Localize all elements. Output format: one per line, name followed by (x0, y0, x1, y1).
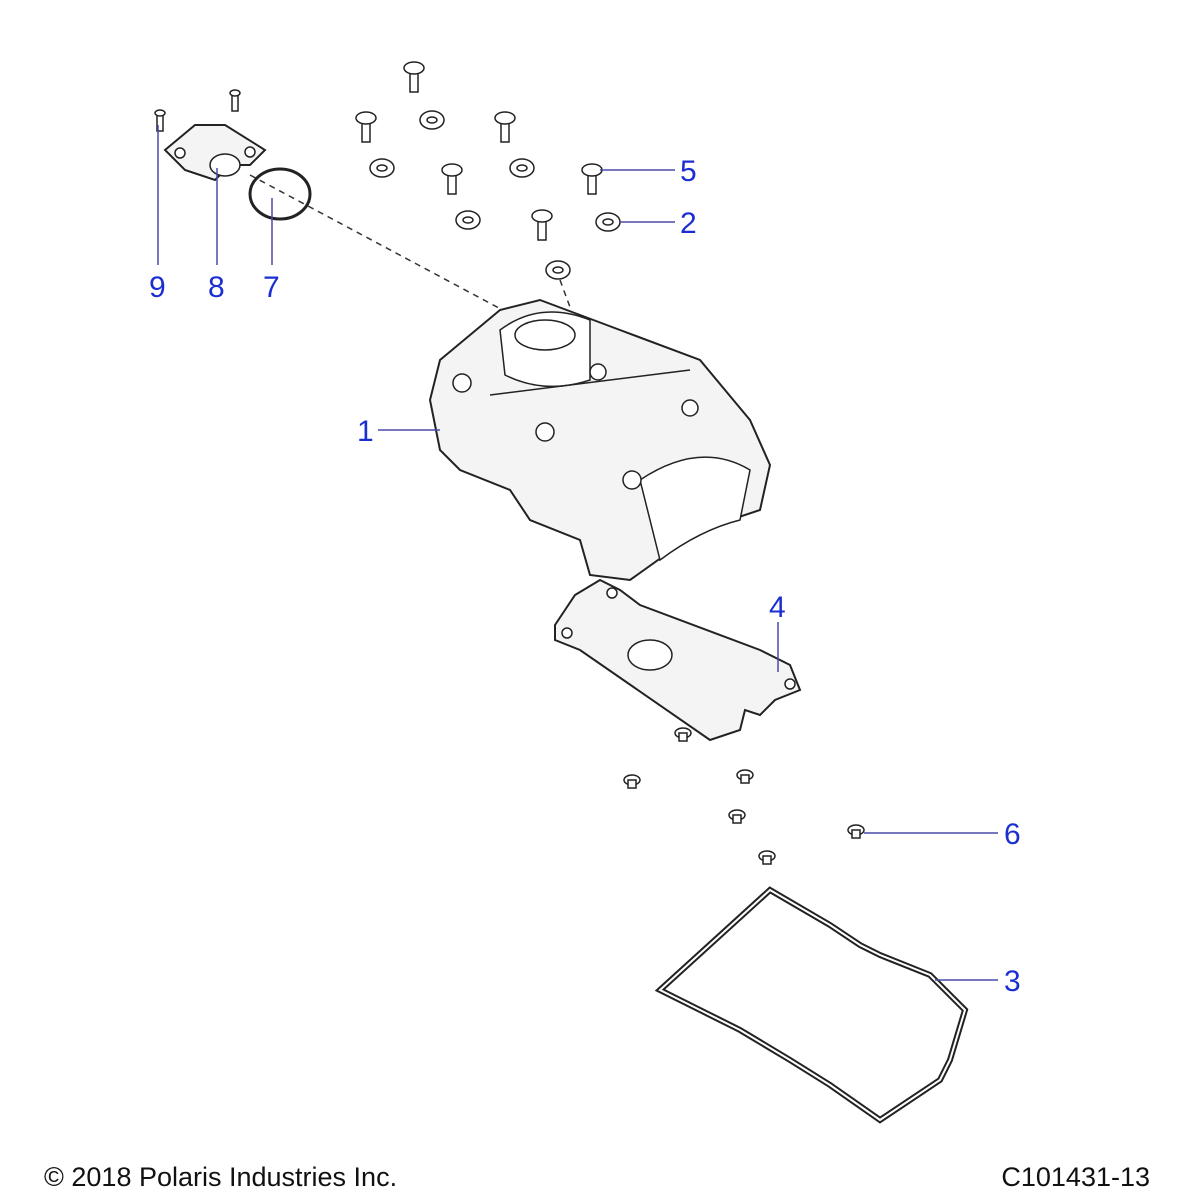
bolts (154, 61, 603, 241)
leader-lines (157, 125, 998, 981)
callout-5: 5 (680, 155, 697, 188)
callout-9: 9 (149, 271, 166, 304)
valve-cover (428, 298, 772, 582)
callout-2: 2 (680, 207, 697, 240)
thermostat-housing (163, 124, 267, 182)
callout-3: 3 (1004, 965, 1021, 998)
callout-1: 1 (357, 415, 374, 448)
callout-6: 6 (1004, 818, 1021, 851)
alignment-line (249, 174, 541, 331)
drawing-number: C101431-13 (1001, 1162, 1150, 1192)
gasket (554, 578, 802, 742)
grommets (369, 110, 621, 280)
copyright-text: © 2018 Polaris Industries Inc. (44, 1162, 398, 1192)
pins (623, 727, 865, 865)
callout-7: 7 (263, 271, 280, 304)
seal (654, 886, 969, 1124)
callout-8: 8 (208, 271, 225, 304)
o-ring (248, 167, 312, 221)
callout-4: 4 (769, 591, 786, 624)
